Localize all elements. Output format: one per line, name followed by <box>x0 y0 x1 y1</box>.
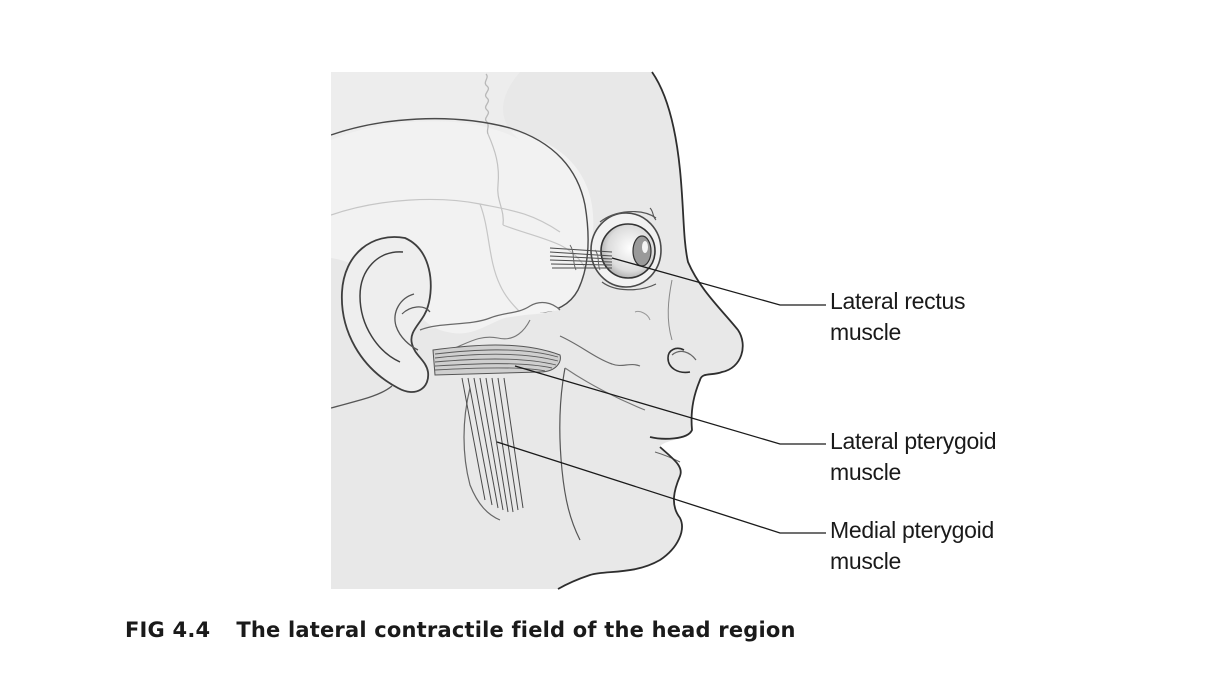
label-lateral-pterygoid-line1: Lateral pterygoid <box>830 426 996 457</box>
label-lateral-rectus-line2: muscle <box>830 317 965 348</box>
label-lateral-pterygoid: Lateral pterygoid muscle <box>830 426 996 488</box>
label-lateral-rectus-line1: Lateral rectus <box>830 286 965 317</box>
label-medial-pterygoid-line1: Medial pterygoid <box>830 515 994 546</box>
lateral-pterygoid-fibers <box>433 345 560 375</box>
label-medial-pterygoid-line2: muscle <box>830 546 994 577</box>
figure-caption-text: The lateral contractile field of the hea… <box>236 618 795 642</box>
label-lateral-rectus: Lateral rectus muscle <box>830 286 965 348</box>
label-lateral-pterygoid-line2: muscle <box>830 457 996 488</box>
label-medial-pterygoid: Medial pterygoid muscle <box>830 515 994 577</box>
figure-number: FIG 4.4 <box>125 618 210 642</box>
figure-caption: FIG 4.4 The lateral contractile field of … <box>125 618 796 642</box>
